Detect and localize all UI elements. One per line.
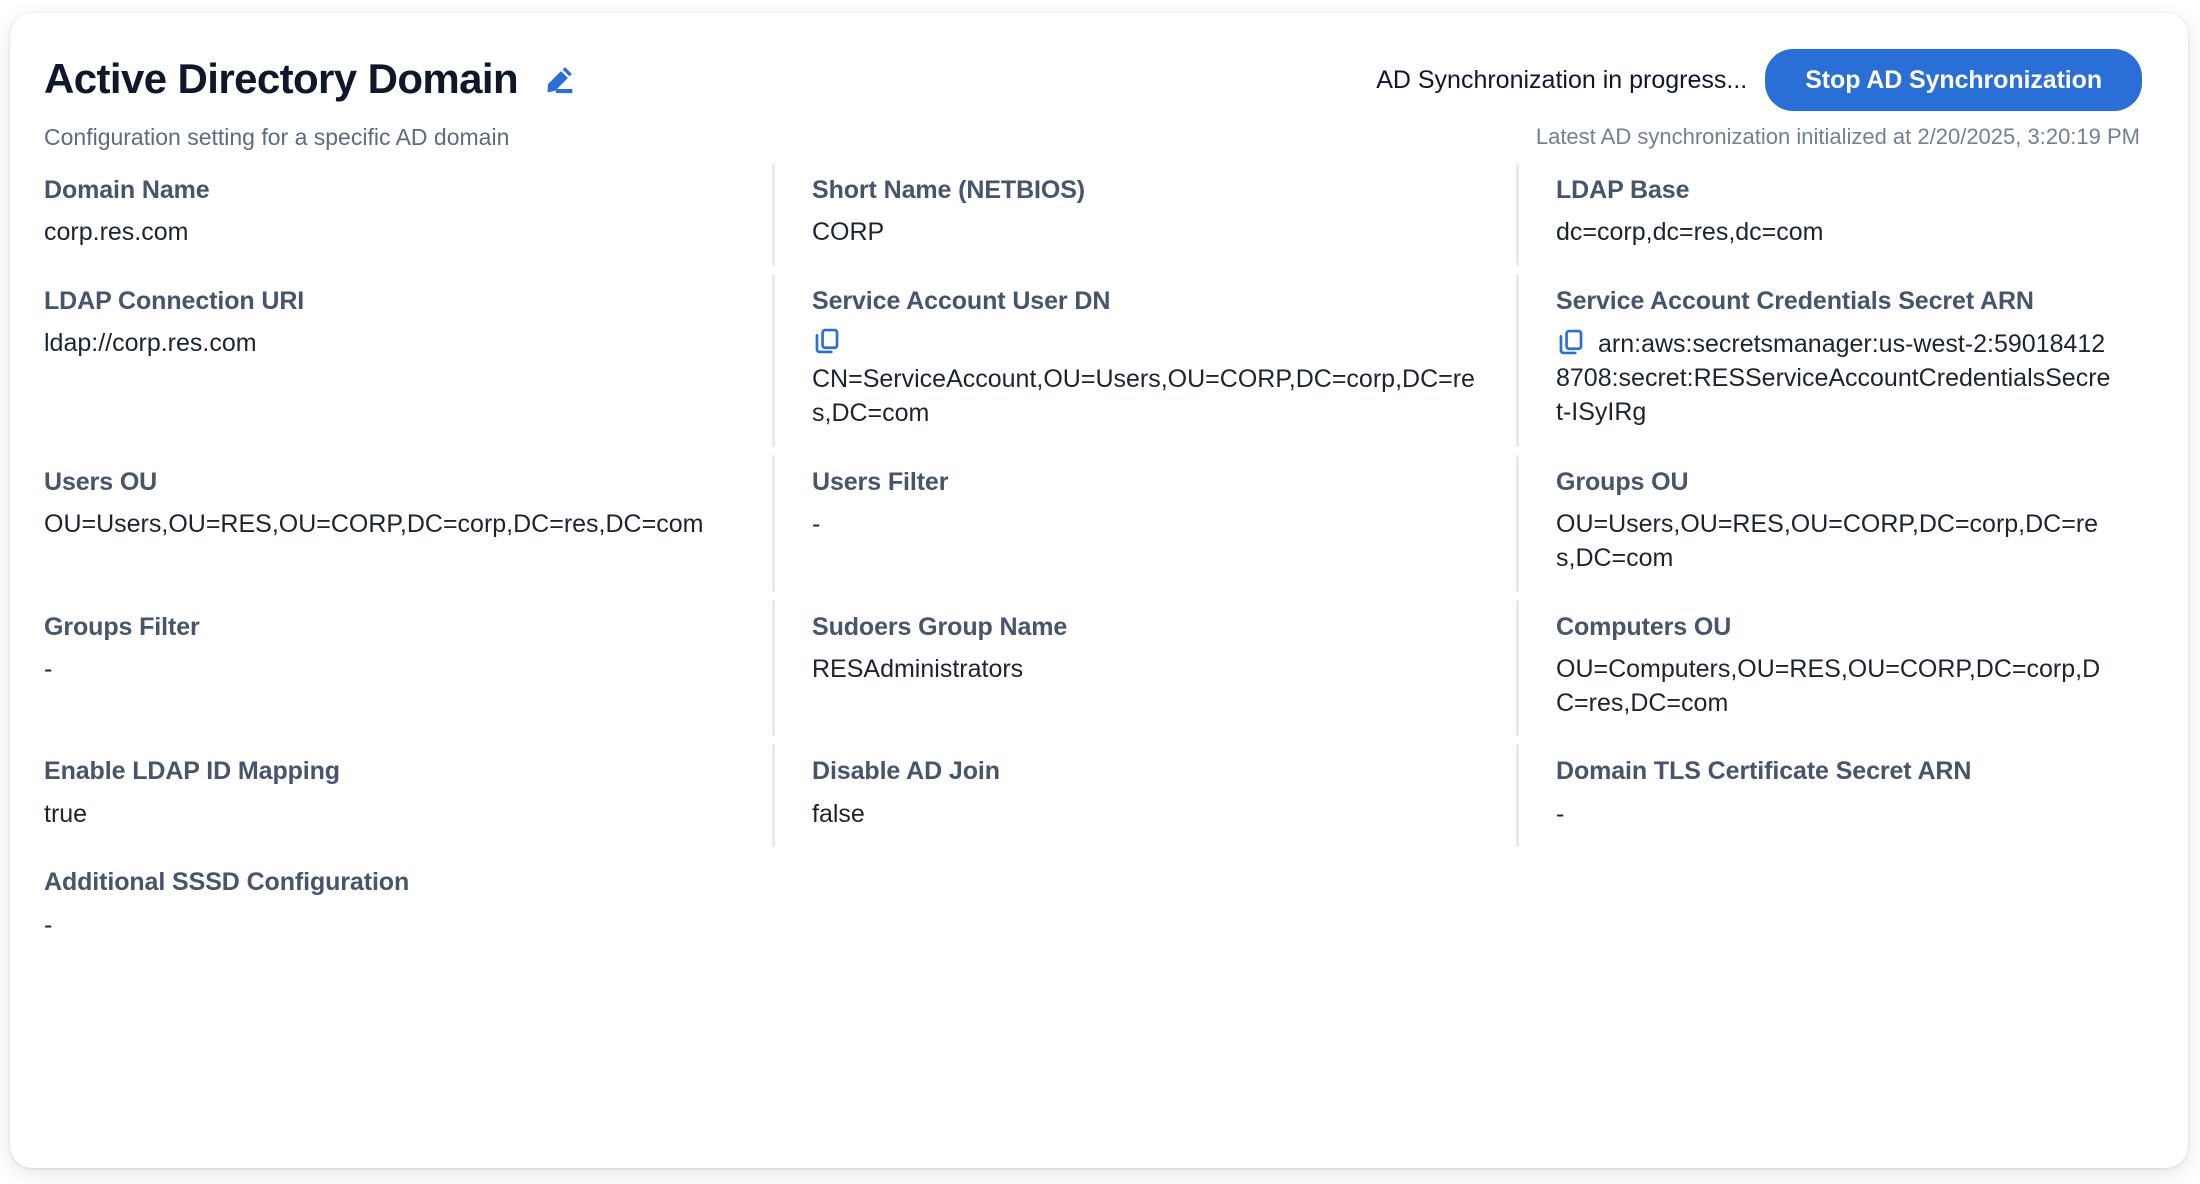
empty-cell <box>1516 853 2142 964</box>
field-label: Computers OU <box>1556 612 1732 641</box>
field-value-with-copy: CN=ServiceAccount,OU=Users,OU=CORP,DC=co… <box>812 327 1486 431</box>
field-label: Users OU <box>44 467 158 496</box>
copy-icon[interactable] <box>812 327 842 357</box>
field-label: Additional SSSD Configuration <box>44 868 410 897</box>
field-users-filter: Users Filter - <box>772 453 1516 598</box>
field-row: Additional SSSD Configuration - <box>44 853 2142 964</box>
field-value: OU=Users,OU=RES,OU=CORP,DC=corp,DC=res,D… <box>1556 510 2099 572</box>
field-domain-name: Domain Name corp.res.com <box>44 161 772 272</box>
field-label: Service Account User DN <box>812 287 1111 315</box>
field-groups-ou: Groups OU OU=Users,OU=RES,OU=CORP,DC=cor… <box>1516 453 2142 598</box>
field-value: RESAdministrators <box>812 654 1024 683</box>
field-label: Sudoers Group Name <box>812 612 1068 641</box>
header-sub-row: Configuration setting for a specific AD … <box>44 124 2142 151</box>
field-label: Short Name (NETBIOS) <box>812 176 1086 204</box>
field-label: Groups Filter <box>44 612 200 641</box>
page-subtitle: Configuration setting for a specific AD … <box>44 124 510 150</box>
ad-domain-card: Active Directory Domain AD Synchronizati… <box>10 13 2188 1168</box>
field-row: Users OU OU=Users,OU=RES,OU=CORP,DC=corp… <box>44 453 2142 598</box>
field-value: - <box>812 510 821 538</box>
field-value-text: CN=ServiceAccount,OU=Users,OU=CORP,DC=co… <box>812 365 1475 427</box>
field-domain-tls-certificate-secret-arn: Domain TLS Certificate Secret ARN - <box>1516 742 2142 853</box>
field-users-ou: Users OU OU=Users,OU=RES,OU=CORP,DC=corp… <box>44 453 772 598</box>
field-ldap-connection-uri: LDAP Connection URI ldap://corp.res.com <box>44 272 772 453</box>
title-group: Active Directory Domain <box>44 54 576 102</box>
field-value: ldap://corp.res.com <box>44 329 257 358</box>
field-label: Groups OU <box>1556 467 1689 496</box>
field-row: LDAP Connection URI ldap://corp.res.com … <box>44 272 2142 453</box>
field-service-account-user-dn: Service Account User DN CN=ServiceAccoun… <box>772 272 1516 453</box>
pencil-edit-icon <box>544 65 574 98</box>
field-value-with-copy: arn:aws:secretsmanager:us-west-2:5901841… <box>1556 327 2112 429</box>
field-additional-sssd-configuration: Additional SSSD Configuration - <box>44 853 772 964</box>
stop-ad-synchronization-button[interactable]: Stop AD Synchronization <box>1765 49 2142 111</box>
field-value: dc=corp,dc=res,dc=com <box>1556 218 1824 247</box>
field-label: Service Account Credentials Secret ARN <box>1556 287 2034 315</box>
field-disable-ad-join: Disable AD Join false <box>772 742 1516 853</box>
field-value: OU=Users,OU=RES,OU=CORP,DC=corp,DC=res,D… <box>44 510 704 538</box>
field-row: Enable LDAP ID Mapping true Disable AD J… <box>44 742 2142 853</box>
edit-domain-button[interactable] <box>542 64 576 98</box>
copy-icon[interactable] <box>1556 327 1586 357</box>
field-label: Enable LDAP ID Mapping <box>44 757 340 786</box>
field-short-name: Short Name (NETBIOS) CORP <box>772 161 1516 272</box>
field-row: Domain Name corp.res.com Short Name (NET… <box>44 161 2142 272</box>
field-sudoers-group-name: Sudoers Group Name RESAdministrators <box>772 598 1516 743</box>
field-label: Domain Name <box>44 176 210 204</box>
field-groups-filter: Groups Filter - <box>44 598 772 743</box>
field-value: false <box>812 799 865 828</box>
field-value-text: arn:aws:secretsmanager:us-west-2:5901841… <box>1556 330 2111 426</box>
page-title: Active Directory Domain <box>44 54 519 102</box>
field-value: true <box>44 799 88 828</box>
field-row: Groups Filter - Sudoers Group Name RESAd… <box>44 598 2142 743</box>
field-ldap-base: LDAP Base dc=corp,dc=res,dc=com <box>1516 161 2142 272</box>
field-enable-ldap-id-mapping: Enable LDAP ID Mapping true <box>44 742 772 853</box>
header-actions: AD Synchronization in progress... Stop A… <box>1376 49 2142 111</box>
domain-fields-grid: Domain Name corp.res.com Short Name (NET… <box>10 161 2188 964</box>
field-label: Users Filter <box>812 467 949 496</box>
field-computers-ou: Computers OU OU=Computers,OU=RES,OU=CORP… <box>1516 598 2142 743</box>
empty-cell <box>772 853 1516 964</box>
card-header: Active Directory Domain AD Synchronizati… <box>10 13 2188 161</box>
field-label: LDAP Base <box>1556 176 1690 204</box>
field-value: corp.res.com <box>44 218 189 247</box>
field-value: - <box>44 910 53 939</box>
field-label: LDAP Connection URI <box>44 287 305 315</box>
field-value: - <box>44 654 53 683</box>
sync-status-text: AD Synchronization in progress... <box>1376 65 1748 94</box>
field-label: Disable AD Join <box>812 757 1000 786</box>
field-service-account-credentials-secret-arn: Service Account Credentials Secret ARN a… <box>1516 272 2142 453</box>
latest-sync-timestamp: Latest AD synchronization initialized at… <box>1535 124 2140 149</box>
field-value: OU=Computers,OU=RES,OU=CORP,DC=corp,DC=r… <box>1556 654 2101 717</box>
field-value: - <box>1556 799 1565 828</box>
field-value: CORP <box>812 218 885 247</box>
field-label: Domain TLS Certificate Secret ARN <box>1556 757 1972 786</box>
header-top-row: Active Directory Domain AD Synchronizati… <box>44 47 2142 111</box>
